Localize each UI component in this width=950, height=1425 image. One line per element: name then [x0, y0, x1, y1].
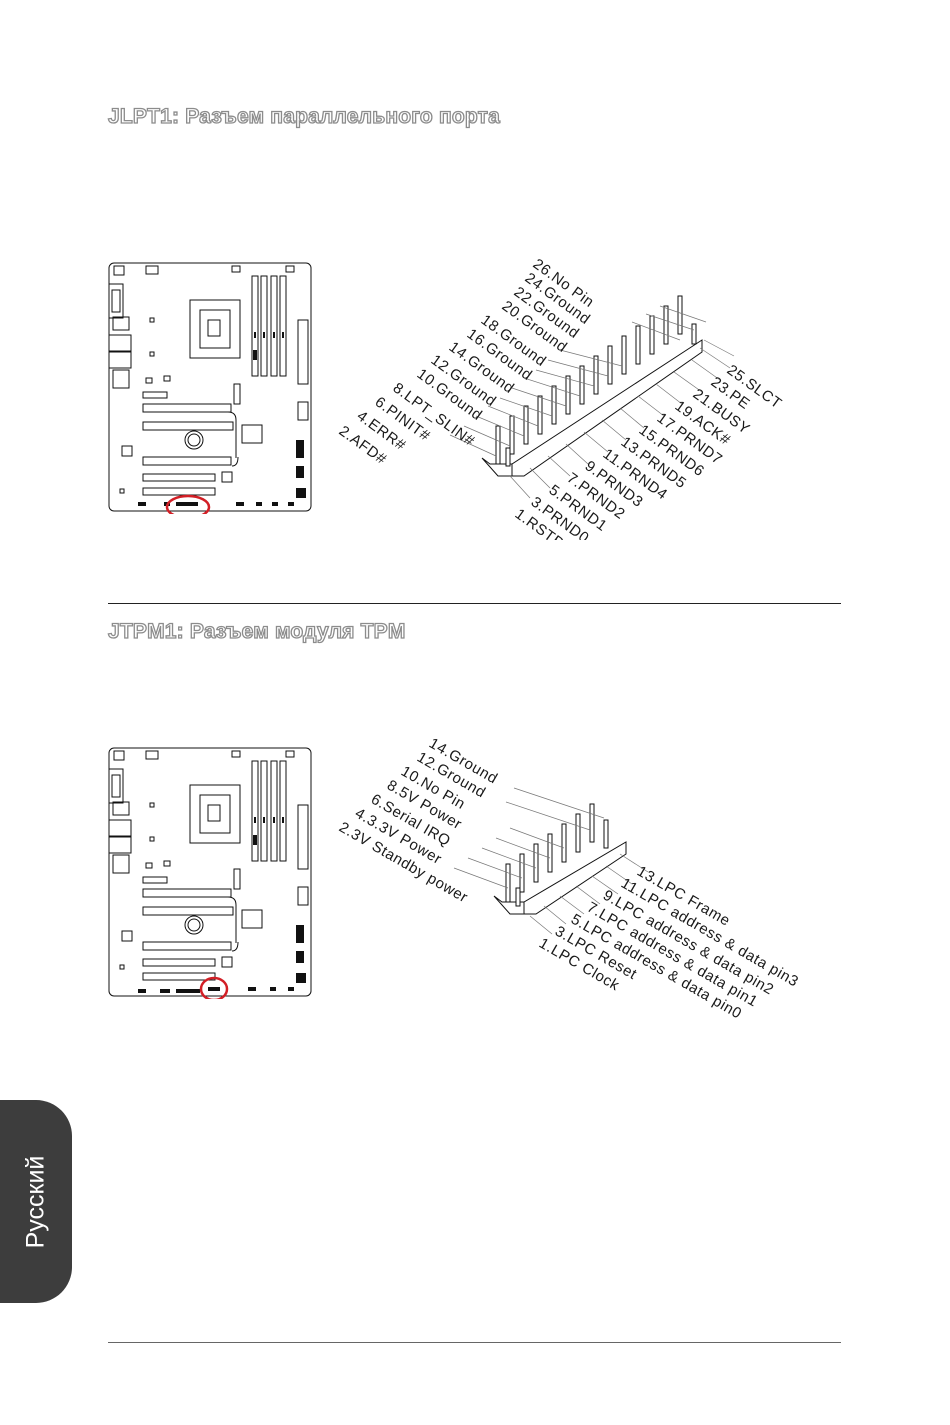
motherboard-diagram-jlpt1: [108, 262, 313, 520]
section-heading-jlpt1: JLPT1: Разъем параллельного порта: [107, 104, 500, 128]
language-side-tab: Русский: [0, 1100, 72, 1303]
section-divider: [108, 603, 841, 604]
footer-divider: [108, 1342, 841, 1343]
motherboard-diagram-jtpm1: [108, 747, 313, 1004]
section-heading-jtpm1: JTPM1: Разъем модуля TPM: [107, 619, 406, 643]
jtpm1-pinout-diagram: 14.Ground 12.Ground 10.No Pin 8.5V Power…: [330, 730, 820, 1025]
language-label: Русский: [21, 1155, 50, 1248]
jlpt1-pinout-diagram: 26.No Pin 24.Ground 22.Ground 20.Ground …: [330, 230, 820, 557]
